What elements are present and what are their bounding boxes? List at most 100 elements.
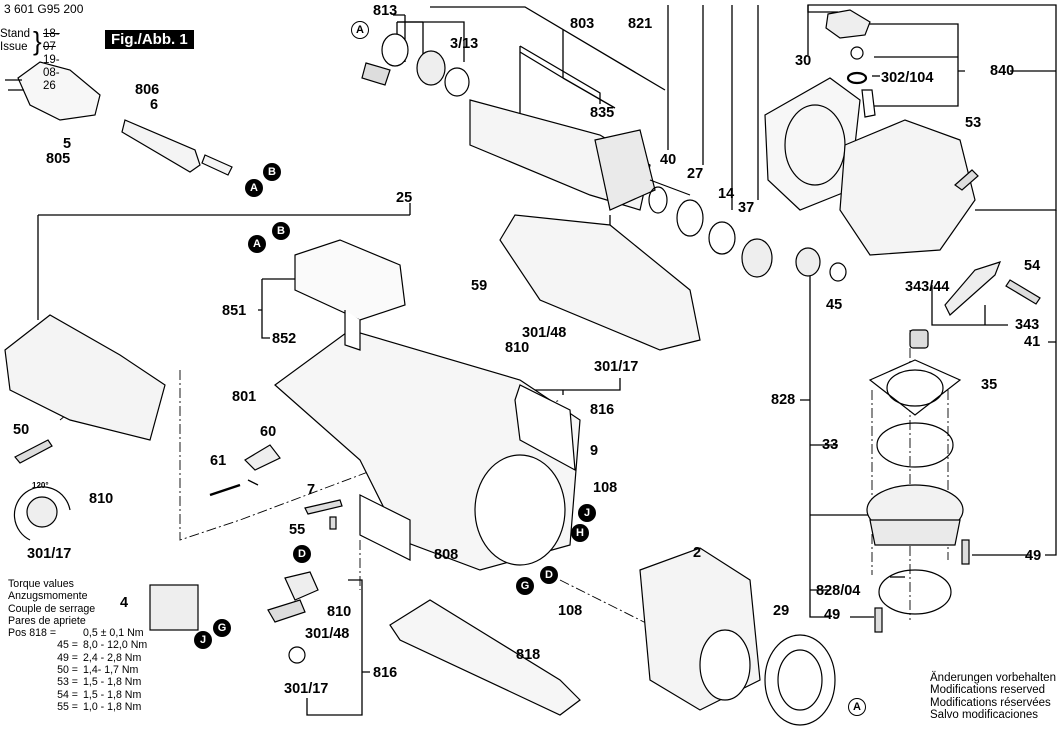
connector-marker-g: G xyxy=(213,619,231,637)
revision-block: Stand Issue } 18-07 19-08-26 xyxy=(0,28,60,92)
part-label-301-17-left: 301/17 xyxy=(27,546,72,562)
connector-marker-d: D xyxy=(293,545,311,563)
part-label-343-44: 343/44 xyxy=(905,279,950,295)
torque-row: 49 = 2,4 - 2,8 Nm xyxy=(8,652,147,664)
part-label-806: 806 xyxy=(135,82,160,98)
torque-row: Pos 818 = 0,5 ± 0,1 Nm xyxy=(8,627,147,639)
connector-marker-j: J xyxy=(194,631,212,649)
torque-value: 0,5 ± 0,1 Nm xyxy=(83,627,144,640)
part-label-25: 25 xyxy=(396,190,413,206)
part-label-828-04: 828/04 xyxy=(816,583,861,599)
notice-fr: Modifications réservées xyxy=(930,696,1051,709)
part-label-7: 7 xyxy=(307,482,316,498)
part-label-835: 835 xyxy=(590,105,615,121)
part-label-53: 53 xyxy=(965,115,982,131)
part-label-59: 59 xyxy=(471,278,488,294)
part-label-3-13: 3/13 xyxy=(450,36,479,52)
part-label-2: 2 xyxy=(693,545,702,561)
part-label-108-bottom: 108 xyxy=(558,603,583,619)
connector-marker-g: G xyxy=(516,577,534,595)
part-label-343: 343 xyxy=(1015,317,1040,333)
torque-value: 1,0 - 1,8 Nm xyxy=(83,700,142,713)
torque-row: 53 = 1,5 - 1,8 Nm xyxy=(8,676,147,688)
stand-label: Stand xyxy=(0,28,31,40)
torque-value: 1,5 - 1,8 Nm xyxy=(83,688,142,701)
angle-label: 120° xyxy=(32,481,49,490)
part-label-50: 50 xyxy=(13,422,30,438)
torque-pos: 53 = xyxy=(57,676,78,689)
torque-title-es: Pares de apriete xyxy=(8,614,86,627)
revision-dates: 18-07 19-08-26 xyxy=(43,28,60,93)
part-label-27: 27 xyxy=(687,166,704,182)
part-label-301-48-top: 301/48 xyxy=(522,325,567,341)
issue-label: Issue xyxy=(0,41,28,53)
connector-marker-h: H xyxy=(571,524,589,542)
part-label-805: 805 xyxy=(46,151,71,167)
part-label-852: 852 xyxy=(272,331,297,347)
part-label-14: 14 xyxy=(718,186,735,202)
connector-marker-b: B xyxy=(263,163,281,181)
torque-pos: 50 = xyxy=(57,664,78,677)
part-label-35: 35 xyxy=(981,377,998,393)
connector-marker-a: A xyxy=(248,235,266,253)
torque-values-table: Torque values Anzugsmomente Couple de se… xyxy=(8,578,147,713)
part-label-60: 60 xyxy=(260,424,277,440)
torque-pos: 45 = xyxy=(57,639,78,652)
document-number: 3 601 G95 200 xyxy=(4,2,84,16)
torque-title-en: Torque values xyxy=(8,578,74,590)
torque-row: 50 = 1,4- 1,7 Nm xyxy=(8,664,147,676)
part-label-301-17-top: 301/17 xyxy=(594,359,639,375)
connector-marker-d: D xyxy=(540,566,558,584)
part-label-29: 29 xyxy=(773,603,790,619)
part-label-41: 41 xyxy=(1024,334,1041,350)
connector-marker-j: J xyxy=(578,504,596,522)
part-label-49-right: 49 xyxy=(1025,548,1042,564)
part-label-55: 55 xyxy=(289,522,306,538)
part-label-302-104: 302/104 xyxy=(881,70,934,86)
part-label-816-top: 816 xyxy=(590,402,615,418)
torque-pos: 54 = xyxy=(57,688,78,701)
part-label-4: 4 xyxy=(120,595,129,611)
notice-de: Änderungen vorbehalten xyxy=(930,672,1056,684)
connector-marker-a: A xyxy=(848,698,866,716)
part-label-40: 40 xyxy=(660,152,677,168)
part-label-6: 6 xyxy=(150,97,159,113)
torque-pos: 55 = xyxy=(57,700,78,713)
part-label-801: 801 xyxy=(232,389,257,405)
torque-row: 55 = 1,0 - 1,8 Nm xyxy=(8,701,147,713)
part-label-9: 9 xyxy=(590,443,599,459)
notice-es: Salvo modificaciones xyxy=(930,709,1039,722)
part-label-810-left: 810 xyxy=(89,491,114,507)
torque-row: 54 = 1,5 - 1,8 Nm xyxy=(8,689,147,701)
torque-pos: Pos 818 = xyxy=(8,627,57,640)
torque-title-fr: Couple de serrage xyxy=(8,602,96,615)
part-label-821: 821 xyxy=(628,16,653,32)
part-label-813: 813 xyxy=(373,3,398,19)
part-label-803: 803 xyxy=(570,16,595,32)
modification-notice: Änderungen vorbehalten Modifications res… xyxy=(930,672,1056,722)
part-label-810-bottom: 810 xyxy=(327,604,352,620)
figure-title: Fig./Abb. 1 xyxy=(105,30,194,49)
torque-row: 45 =8,0 - 12,0 Nm xyxy=(8,639,147,651)
connector-marker-b: B xyxy=(272,222,290,240)
part-label-840: 840 xyxy=(990,63,1015,79)
part-label-33: 33 xyxy=(822,437,839,453)
torque-value: 1,5 - 1,8 Nm xyxy=(83,676,142,689)
part-label-816-bottom: 816 xyxy=(373,665,398,681)
stand-date-old: 18-07 xyxy=(43,28,60,53)
part-label-301-17-bottom: 301/17 xyxy=(284,681,329,697)
part-label-37: 37 xyxy=(738,200,755,216)
torque-value: 1,4- 1,7 Nm xyxy=(83,664,139,677)
part-label-49-bottom: 49 xyxy=(824,607,841,623)
part-label-30: 30 xyxy=(795,53,812,69)
part-label-108-top: 108 xyxy=(593,480,618,496)
torque-pos: 49 = xyxy=(57,651,78,664)
part-label-808: 808 xyxy=(434,547,459,563)
part-label-818: 818 xyxy=(516,647,541,663)
part-label-851: 851 xyxy=(222,303,247,319)
torque-title-de: Anzugsmomente xyxy=(8,590,88,603)
leader-813 xyxy=(393,14,424,62)
torque-value: 2,4 - 2,8 Nm xyxy=(83,651,142,664)
connector-marker-a: A xyxy=(245,179,263,197)
